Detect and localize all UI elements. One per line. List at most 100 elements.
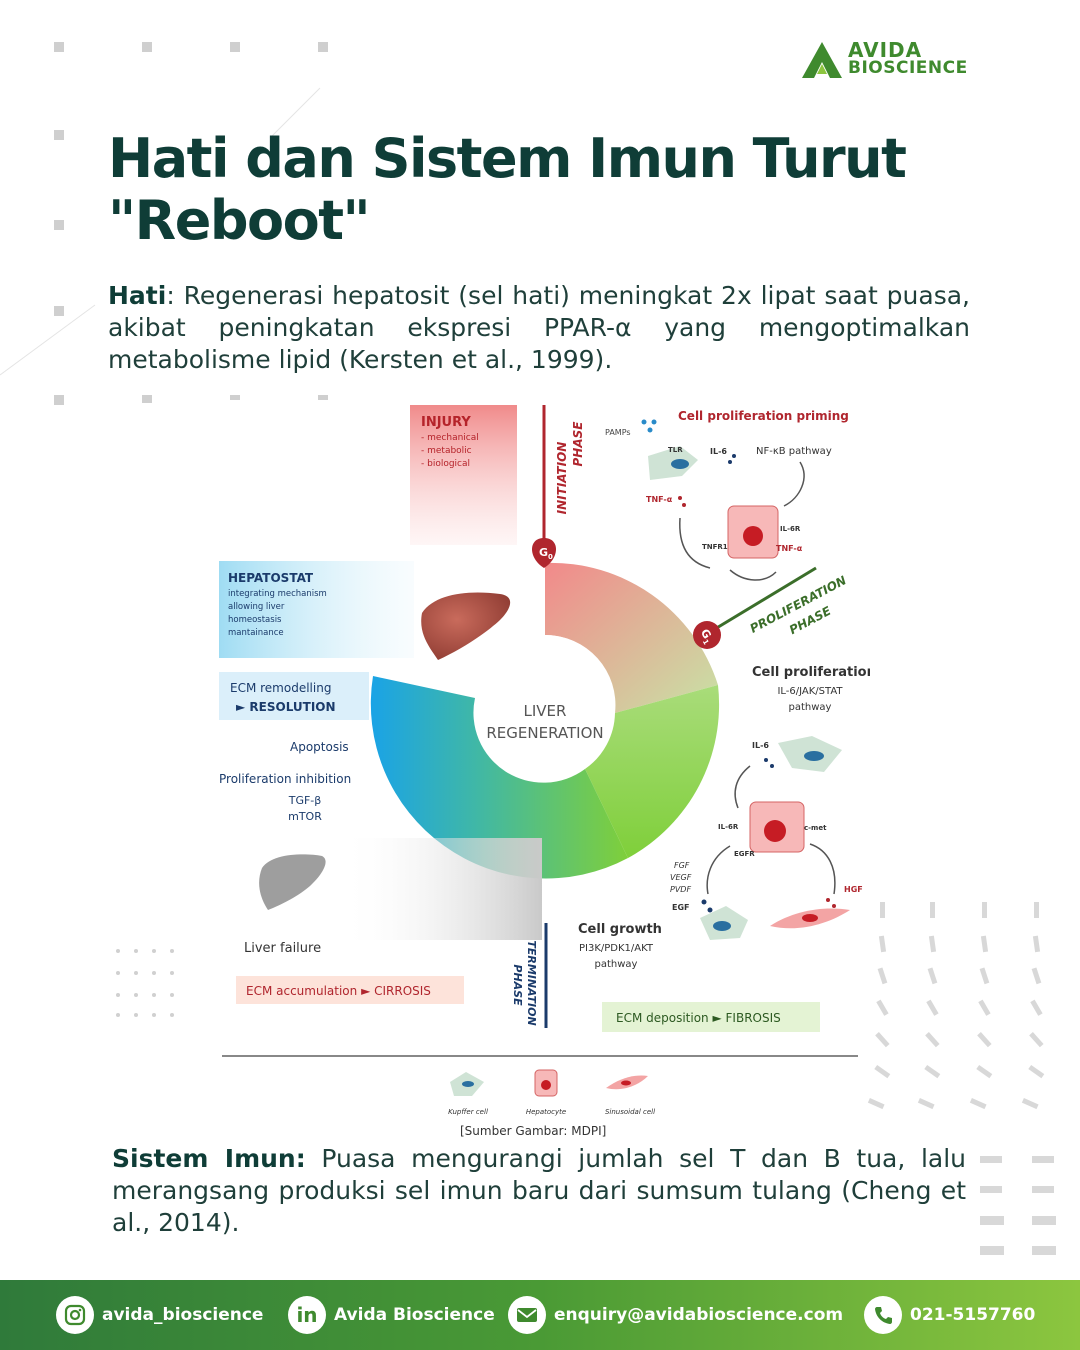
legend-label: Kupffer cell	[448, 1108, 488, 1116]
proliferation-phase-line	[709, 566, 817, 634]
phone-number: 021-5157760	[910, 1305, 1036, 1325]
arrow	[734, 765, 751, 809]
growth-title: Cell growth	[578, 922, 662, 937]
hepatostat-item: homeostasis	[228, 615, 282, 625]
instagram-icon	[56, 1296, 94, 1334]
decor-lines	[0, 87, 321, 376]
nfkb-label: NF-κB pathway	[756, 446, 832, 457]
proliferation-sub: pathway	[789, 702, 832, 713]
pamps-label: PAMPs	[605, 428, 631, 437]
page-title: Hati dan Sistem Imun Turut "Reboot"	[108, 127, 907, 252]
il6-label: IL-6	[710, 447, 727, 456]
tnfa2-label: TNF-α	[776, 544, 803, 553]
failed-liver-icon	[259, 854, 326, 910]
hepatostat-title: HEPATOSTAT	[228, 571, 314, 585]
injury-title: INJURY	[421, 415, 471, 430]
liver-regeneration-diagram: INJURY - mechanical - metabolic - biolog…	[219, 405, 870, 1116]
immune-paragraph-label: Sistem Imun:	[112, 1144, 306, 1173]
brand-logo-icon	[802, 42, 842, 78]
liver-paragraph-text: : Regenerasi hepatosit (sel hati) mening…	[108, 281, 970, 374]
termination-phase-label: TERMINATION	[525, 940, 538, 1025]
email-icon	[508, 1296, 546, 1334]
il6r-label: IL-6R	[780, 525, 801, 533]
tlr-label: TLR	[668, 446, 683, 454]
inhibitor-label: TGF-β	[288, 794, 322, 807]
proliferation-inhibition-label: Proliferation inhibition	[219, 772, 351, 786]
growth-sub: PI3K/PDK1/AKT	[579, 943, 654, 954]
email-address: enquiry@avidabioscience.com	[554, 1305, 844, 1325]
egfr-label: EGFR	[734, 850, 755, 858]
linkedin-name: Avida Bioscience	[334, 1305, 495, 1325]
growth-factor-label: PVDF	[670, 885, 691, 894]
immune-paragraph: Sistem Imun: Puasa mengurangi jumlah sel…	[112, 1143, 966, 1239]
image-source: [Sumber Gambar: MDPI]	[460, 1124, 607, 1138]
arrow	[679, 517, 711, 569]
proliferation-sub: IL-6/JAK/STAT	[777, 686, 843, 697]
injury-item: - biological	[421, 459, 470, 469]
proliferation-title: Cell proliferation	[752, 665, 870, 680]
ring-center	[475, 635, 615, 775]
ring-termination-segment	[370, 676, 628, 879]
ecm-remodelling-box	[219, 672, 369, 720]
cmet-label: c-met	[804, 824, 827, 832]
liver-paragraph-label: Hati	[108, 281, 167, 310]
ring-proliferation-segment	[585, 685, 720, 858]
inhibitor-label: mTOR	[288, 810, 322, 823]
tnfr1-label: TNFR1	[702, 543, 728, 551]
linkedin-icon: in	[288, 1296, 326, 1334]
ecm-fibrosis-label: ECM deposition ► FIBROSIS	[616, 1011, 781, 1025]
initiation-phase-label: INITIATION	[555, 442, 569, 515]
egf-label: EGF	[672, 903, 690, 912]
growth-factor-label: FGF	[674, 861, 690, 870]
decor-dots	[116, 949, 174, 1017]
ecm-cirrosis-box	[236, 976, 464, 1004]
arrow	[809, 843, 836, 895]
termination-phase-label: PHASE	[511, 964, 524, 1006]
footer-phone[interactable]: 021-5157760	[864, 1294, 1035, 1336]
immune-paragraph-text: Puasa mengurangi jumlah sel T dan B tua,…	[112, 1144, 967, 1237]
footer-linkedin[interactable]: in Avida Bioscience	[288, 1294, 495, 1336]
injury-item: - metabolic	[421, 446, 472, 456]
injury-panel	[410, 405, 517, 545]
tnfa-label: TNF-α	[646, 495, 673, 504]
g1-marker	[693, 621, 721, 649]
center-label: LIVER	[524, 702, 567, 720]
legend-label: Sinusoidal cell	[605, 1108, 655, 1116]
footer-instagram[interactable]: avida_bioscience	[56, 1294, 263, 1336]
g0-marker	[532, 538, 556, 568]
legend-label: Hepatocyte	[526, 1108, 566, 1116]
hepatostat-panel	[219, 561, 414, 658]
arrow	[783, 461, 805, 507]
healthy-liver-icon	[421, 592, 511, 660]
brand-name-line1: AVIDA	[848, 38, 923, 62]
growth-factor-label: VEGF	[670, 873, 692, 882]
ecm-cirrosis-label: ECM accumulation ► CIRROSIS	[246, 984, 431, 998]
arrow	[729, 569, 777, 581]
instagram-handle: avida_bioscience	[102, 1305, 264, 1325]
liver-paragraph: Hati: Regenerasi hepatosit (sel hati) me…	[108, 280, 970, 376]
il6r-b-label: IL-6R	[718, 823, 739, 831]
hepatostat-item: allowing liver	[228, 602, 285, 612]
il6-b-label: IL-6	[752, 741, 769, 750]
arrow	[706, 845, 731, 895]
decor-dashes	[867, 902, 1056, 1255]
phone-icon	[864, 1296, 902, 1334]
brand-name-line2: BIOSCIENCE	[848, 58, 968, 78]
footer-bar: avida_bioscience in Avida Bioscience enq…	[0, 1280, 1080, 1350]
ecm-remodelling-label: ECM remodelling	[230, 681, 331, 695]
hgf-label: HGF	[844, 885, 863, 894]
liver-failure-band	[340, 838, 542, 940]
ring-initiation-segment	[545, 562, 718, 713]
growth-sub: pathway	[595, 959, 638, 970]
hepatostat-item: integrating mechanism	[228, 589, 327, 599]
center-label: REGENERATION	[486, 724, 603, 742]
ecm-fibrosis-box	[602, 1002, 820, 1032]
initiation-phase-label: PHASE	[571, 421, 585, 467]
liver-failure-label: Liver failure	[244, 941, 321, 956]
ecm-resolution-label: ► RESOLUTION	[236, 700, 336, 714]
injury-item: - mechanical	[421, 433, 479, 443]
hepatostat-item: mantainance	[228, 628, 284, 638]
footer-email[interactable]: enquiry@avidabioscience.com	[508, 1294, 843, 1336]
brand-logo: AVIDA BIOSCIENCE	[800, 38, 1000, 82]
priming-title: Cell proliferation priming	[678, 409, 849, 423]
